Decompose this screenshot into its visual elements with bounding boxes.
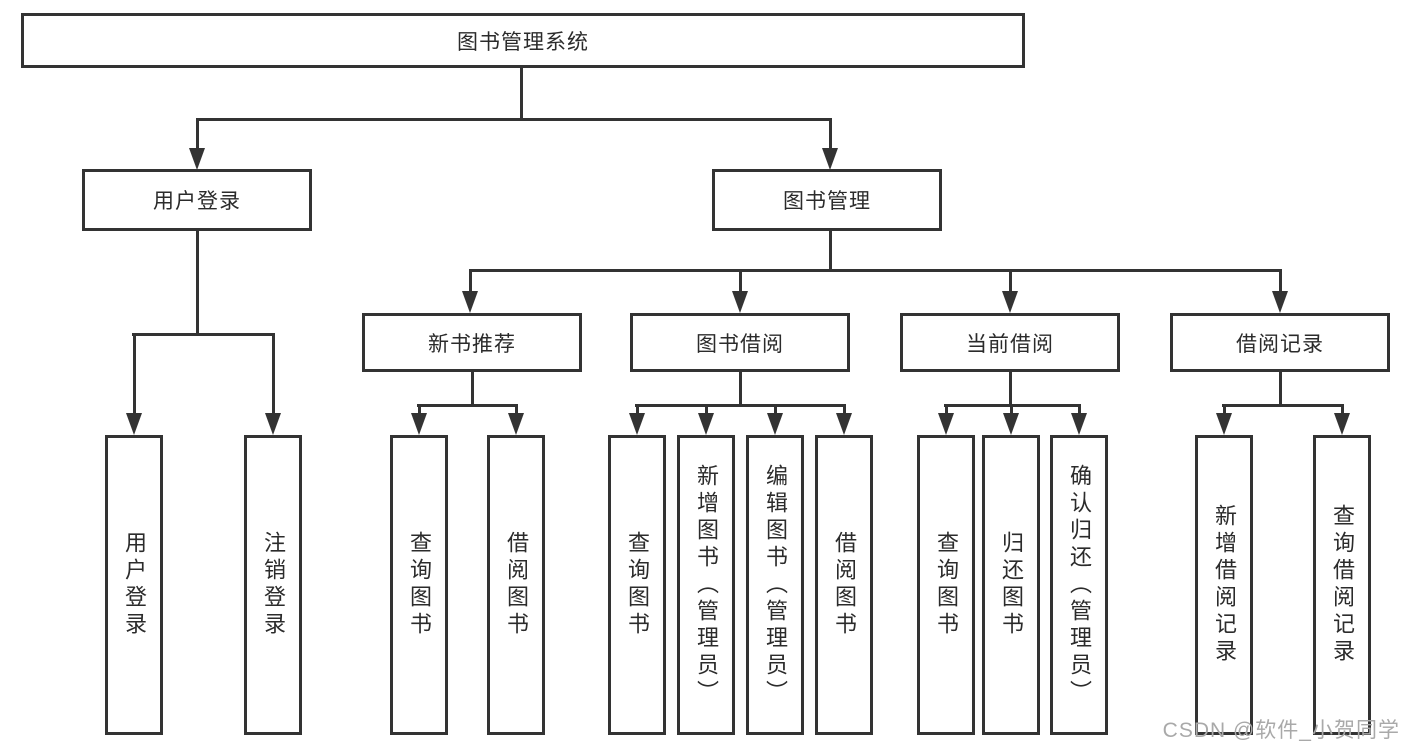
edge-to-leaf-logout-line xyxy=(272,333,275,414)
edge-to-leaf-logout-arrowhead xyxy=(265,413,281,435)
edge-user-login-stem xyxy=(196,230,199,336)
leaf-logout: 注销登录 xyxy=(244,435,302,735)
edge-to-leaf-add-borrow-record-arrowhead xyxy=(1216,413,1232,435)
leaf-query-borrow-record: 查询借阅记录 xyxy=(1313,435,1371,735)
edge-book-borrowing-stem xyxy=(739,370,742,406)
edge-book-management-stem xyxy=(829,230,832,272)
edge-to-leaf-confirm-return-line xyxy=(1078,404,1081,416)
edge-to-leaf-user-login-arrowhead xyxy=(126,413,142,435)
edge-root-trunk xyxy=(520,66,523,121)
node-library-management-system: 图书管理系统 xyxy=(21,13,1025,68)
leaf-label: 查询图书 xyxy=(934,531,959,639)
leaf-label: 注销登录 xyxy=(261,531,286,639)
node-label: 当前借阅 xyxy=(966,332,1054,356)
node-new-book-recommendation: 新书推荐 xyxy=(362,313,582,372)
leaf-label: 确认归还（管理员） xyxy=(1067,463,1092,707)
node-book-borrowing: 图书借阅 xyxy=(630,313,850,372)
leaf-label: 查询图书 xyxy=(407,531,432,639)
leaf-user-login: 用户登录 xyxy=(105,435,163,735)
node-label: 图书管理系统 xyxy=(457,30,589,54)
edge-to-leaf-return-books-line xyxy=(1010,404,1013,416)
edge-to-new-book-recommendation-arrowhead xyxy=(462,291,478,313)
edge-to-borrowing-records-arrowhead xyxy=(1272,291,1288,313)
node-label: 图书管理 xyxy=(783,190,871,213)
leaf-query-books-recommend: 查询图书 xyxy=(390,435,448,735)
edge-to-leaf-borrow-books-line xyxy=(843,404,846,416)
leaf-label: 借阅图书 xyxy=(504,531,529,639)
edge-to-leaf-query-books-borrow-line xyxy=(636,404,639,416)
leaf-edit-books-admin: 编辑图书（管理员） xyxy=(746,435,804,735)
edge-to-leaf-query-books-borrow-arrowhead xyxy=(629,413,645,435)
leaf-label: 编辑图书（管理员） xyxy=(763,463,788,707)
edge-to-new-book-recommendation-line xyxy=(469,269,472,293)
csdn-watermark: CSDN @软件_小贺同学 xyxy=(1162,719,1400,742)
node-user-login: 用户登录 xyxy=(82,169,312,231)
leaf-add-borrow-record: 新增借阅记录 xyxy=(1195,435,1253,735)
node-book-management: 图书管理 xyxy=(712,169,942,231)
node-label: 用户登录 xyxy=(153,190,241,213)
edge-to-book-borrowing-line xyxy=(739,269,742,293)
leaf-borrow-books-recommend: 借阅图书 xyxy=(487,435,545,735)
edge-borrowing-records-stem xyxy=(1279,370,1282,406)
edge-to-leaf-confirm-return-arrowhead xyxy=(1071,413,1087,435)
leaf-label: 查询图书 xyxy=(625,531,650,639)
edge-to-leaf-query-borrow-record-line xyxy=(1341,404,1344,416)
edge-new-book-recommendation-stem xyxy=(471,370,474,406)
edge-to-current-borrowing-line xyxy=(1009,269,1012,293)
edge-to-user-login-line xyxy=(196,118,199,151)
edge-to-leaf-query-books-current-arrowhead xyxy=(938,413,954,435)
edge-to-leaf-query-borrow-record-arrowhead xyxy=(1334,413,1350,435)
leaf-query-books-current: 查询图书 xyxy=(917,435,975,735)
edge-to-current-borrowing-arrowhead xyxy=(1002,291,1018,313)
node-label: 借阅记录 xyxy=(1236,332,1324,356)
edge-to-leaf-borrow-books-arrowhead xyxy=(836,413,852,435)
edge-borrowing-records-distribution-line xyxy=(1222,404,1344,407)
edge-book-management-distribution-line xyxy=(469,269,1282,272)
edge-to-leaf-add-books-line xyxy=(705,404,708,416)
leaf-confirm-return-admin: 确认归还（管理员） xyxy=(1050,435,1108,735)
edge-current-borrowing-stem xyxy=(1009,370,1012,406)
leaf-add-books-admin: 新增图书（管理员） xyxy=(677,435,735,735)
node-current-borrowing: 当前借阅 xyxy=(900,313,1120,372)
edge-to-leaf-add-books-arrowhead xyxy=(698,413,714,435)
edge-to-leaf-edit-books-line xyxy=(774,404,777,416)
edge-root-distribution-line xyxy=(196,118,832,121)
leaf-label: 用户登录 xyxy=(122,531,147,639)
leaf-label: 归还图书 xyxy=(999,531,1024,639)
edge-to-leaf-borrow-books-recommend-line xyxy=(515,404,518,416)
edge-to-borrowing-records-line xyxy=(1279,269,1282,293)
edge-to-leaf-query-books-current-line xyxy=(945,404,948,416)
leaf-label: 新增借阅记录 xyxy=(1212,504,1237,666)
edge-to-book-management-line xyxy=(829,118,832,151)
edge-to-leaf-query-books-recommend-arrowhead xyxy=(411,413,427,435)
node-borrowing-records: 借阅记录 xyxy=(1170,313,1390,372)
edge-to-leaf-user-login-line xyxy=(133,333,136,414)
node-label: 图书借阅 xyxy=(696,332,784,356)
edge-to-leaf-return-books-arrowhead xyxy=(1003,413,1019,435)
edge-to-user-login-arrowhead xyxy=(189,148,205,170)
edge-to-leaf-edit-books-arrowhead xyxy=(767,413,783,435)
edge-user-login-distribution-line xyxy=(132,333,275,336)
edge-to-leaf-add-borrow-record-line xyxy=(1223,404,1226,416)
edge-to-leaf-query-books-recommend-line xyxy=(418,404,421,416)
leaf-borrow-books: 借阅图书 xyxy=(815,435,873,735)
edge-to-book-management-arrowhead xyxy=(822,148,838,170)
leaf-label: 借阅图书 xyxy=(832,531,857,639)
edge-to-book-borrowing-arrowhead xyxy=(732,291,748,313)
node-label: 新书推荐 xyxy=(428,332,516,356)
leaf-label: 查询借阅记录 xyxy=(1330,504,1355,666)
edge-to-leaf-borrow-books-recommend-arrowhead xyxy=(508,413,524,435)
leaf-query-books-borrow: 查询图书 xyxy=(608,435,666,735)
leaf-return-books: 归还图书 xyxy=(982,435,1040,735)
edge-new-book-recommendation-distribution-line xyxy=(417,404,518,407)
leaf-label: 新增图书（管理员） xyxy=(694,463,719,707)
edge-book-borrowing-distribution-line xyxy=(635,404,846,407)
